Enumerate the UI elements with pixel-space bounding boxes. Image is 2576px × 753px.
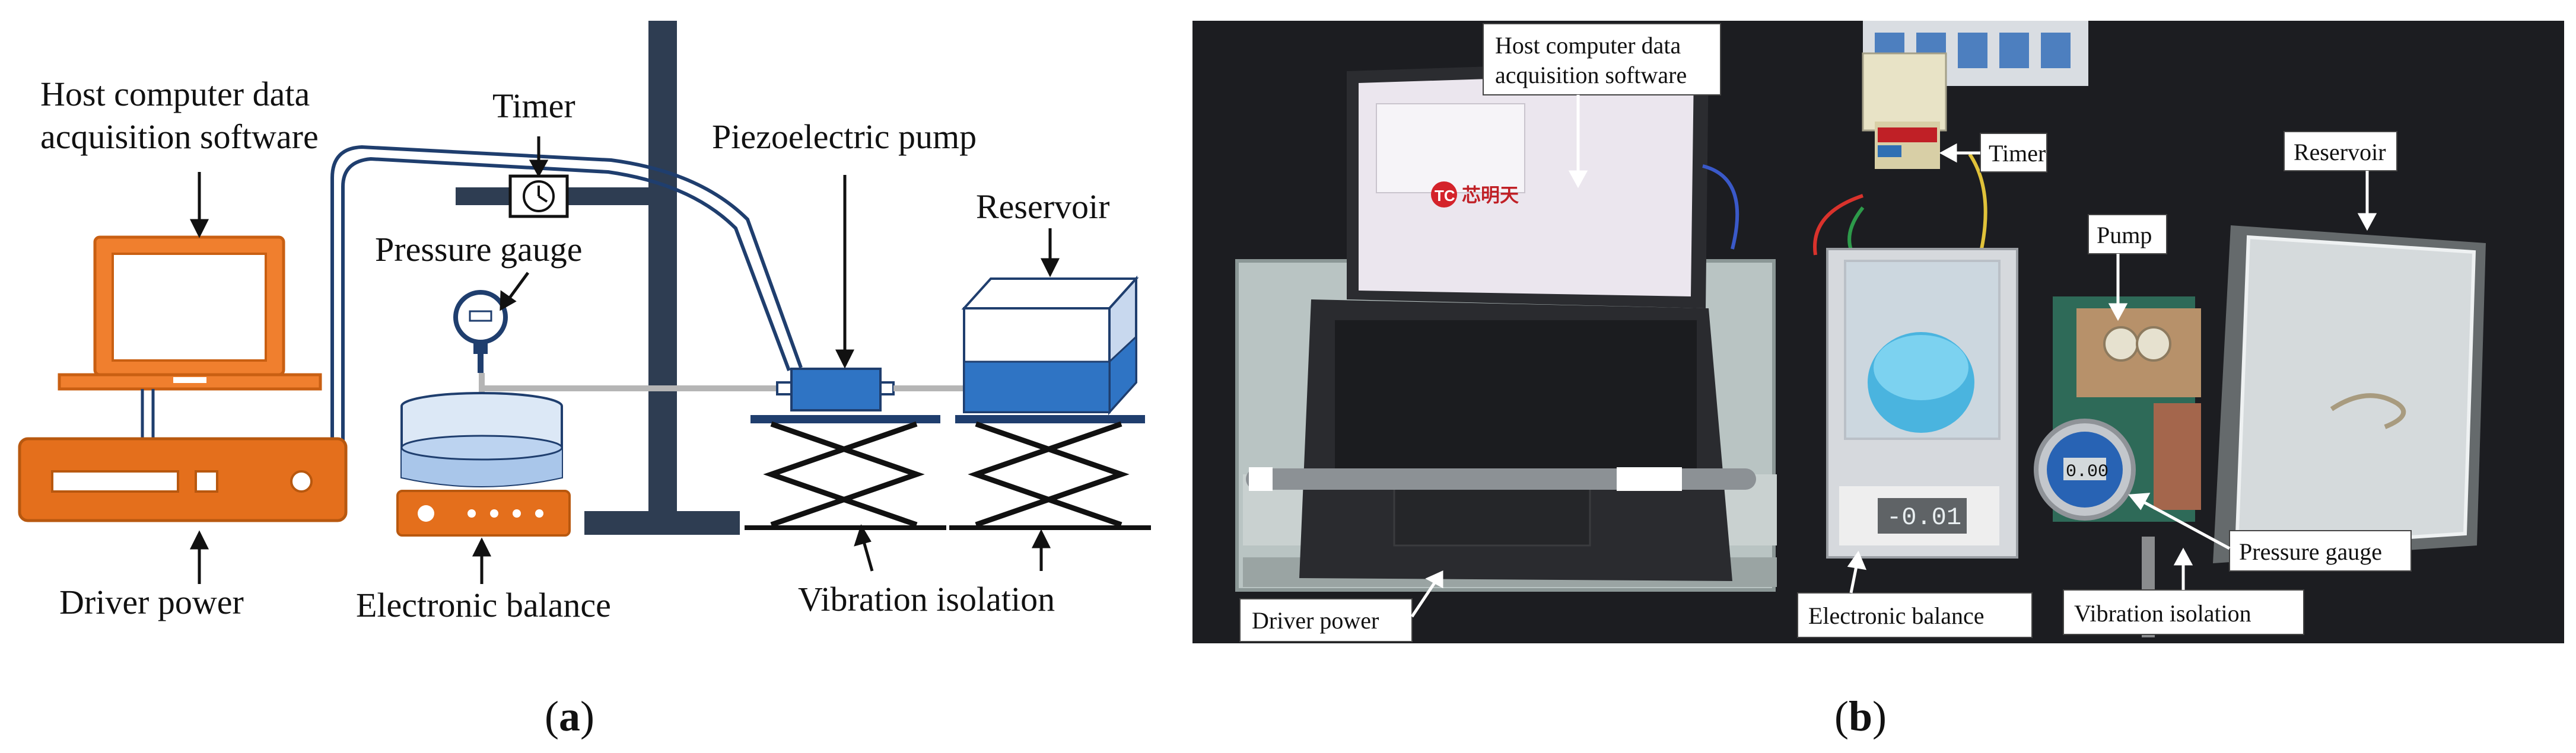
laptop-photo: TC 芯明天 — [1299, 59, 1732, 581]
beaker-icon — [400, 392, 563, 487]
scissor-lift-pump — [745, 415, 946, 530]
label-timer: Timer — [492, 87, 575, 125]
power-strip — [1863, 21, 2088, 86]
panel-b-photo: TC 芯明天 — [1192, 21, 2564, 740]
panel-b-arrows — [1410, 95, 2377, 618]
piezo-pump-icon — [776, 368, 895, 411]
svg-text:TC: TC — [1435, 187, 1455, 205]
caption-b: (b) — [1834, 693, 1887, 740]
panel-a-labels: Host computer data acquisition software … — [40, 75, 1110, 624]
handle-tape — [1617, 467, 1682, 491]
photo-label-driver-power: Driver power — [1252, 607, 1379, 634]
reservoir-photo — [2213, 225, 2486, 563]
label-host-line1: Host computer data — [40, 75, 310, 113]
caption-a-letter: a — [559, 693, 580, 740]
timer-photo — [1862, 52, 1947, 169]
pressure-gauge-icon — [453, 290, 508, 373]
panel-a-arrows — [189, 136, 1060, 584]
pressure-gauge-photo: 0.00 — [2034, 419, 2136, 521]
label-vibration-isolation: Vibration isolation — [798, 580, 1055, 618]
photo-label-electronic-balance: Electronic balance — [1808, 602, 1984, 629]
screen-logo: TC 芯明天 — [1431, 181, 1519, 208]
photo-label-pressure-gauge: Pressure gauge — [2239, 538, 2382, 565]
photo-label-timer: Timer — [1989, 140, 2046, 167]
label-host-line2: acquisition software — [40, 117, 319, 156]
timer-device — [508, 174, 569, 218]
photo-label-vibration-isolation: Vibration isolation — [2074, 600, 2251, 627]
screen-logo-text: 芯明天 — [1462, 184, 1519, 206]
caption-b-letter: b — [1849, 693, 1872, 740]
handle-tape-left — [1249, 467, 1273, 491]
label-pressure-gauge: Pressure gauge — [375, 230, 583, 269]
label-reservoir: Reservoir — [976, 187, 1110, 226]
photo-label-pump: Pump — [2097, 222, 2152, 248]
balance-display: -0.01 — [1887, 503, 1961, 532]
laptop-cables — [141, 389, 155, 439]
label-driver-power: Driver power — [59, 583, 244, 621]
label-piezo-pump: Piezoelectric pump — [712, 117, 977, 156]
photo-label-reservoir: Reservoir — [2294, 139, 2386, 165]
lab-stand — [456, 21, 740, 535]
label-electronic-balance: Electronic balance — [356, 586, 611, 624]
gauge-display: 0.00 — [2066, 462, 2108, 482]
laptop-icon — [58, 235, 322, 391]
balance-photo: -0.01 — [1826, 248, 2018, 559]
tubing — [330, 145, 803, 457]
panel-a-schematic: Host computer data acquisition software … — [18, 21, 1151, 740]
caption-a: (a) — [545, 693, 594, 740]
photo-label-host-line1: Host computer data — [1495, 32, 1681, 59]
electronic-balance-icon — [396, 490, 571, 537]
reservoir-icon — [961, 275, 1139, 416]
photo-label-host-line2: acquisition software — [1495, 62, 1687, 88]
scissor-lift-reservoir — [949, 415, 1151, 530]
panel-b-labels: Host computer data acquisition software … — [1239, 23, 2412, 642]
driver-power-unit — [18, 437, 348, 522]
